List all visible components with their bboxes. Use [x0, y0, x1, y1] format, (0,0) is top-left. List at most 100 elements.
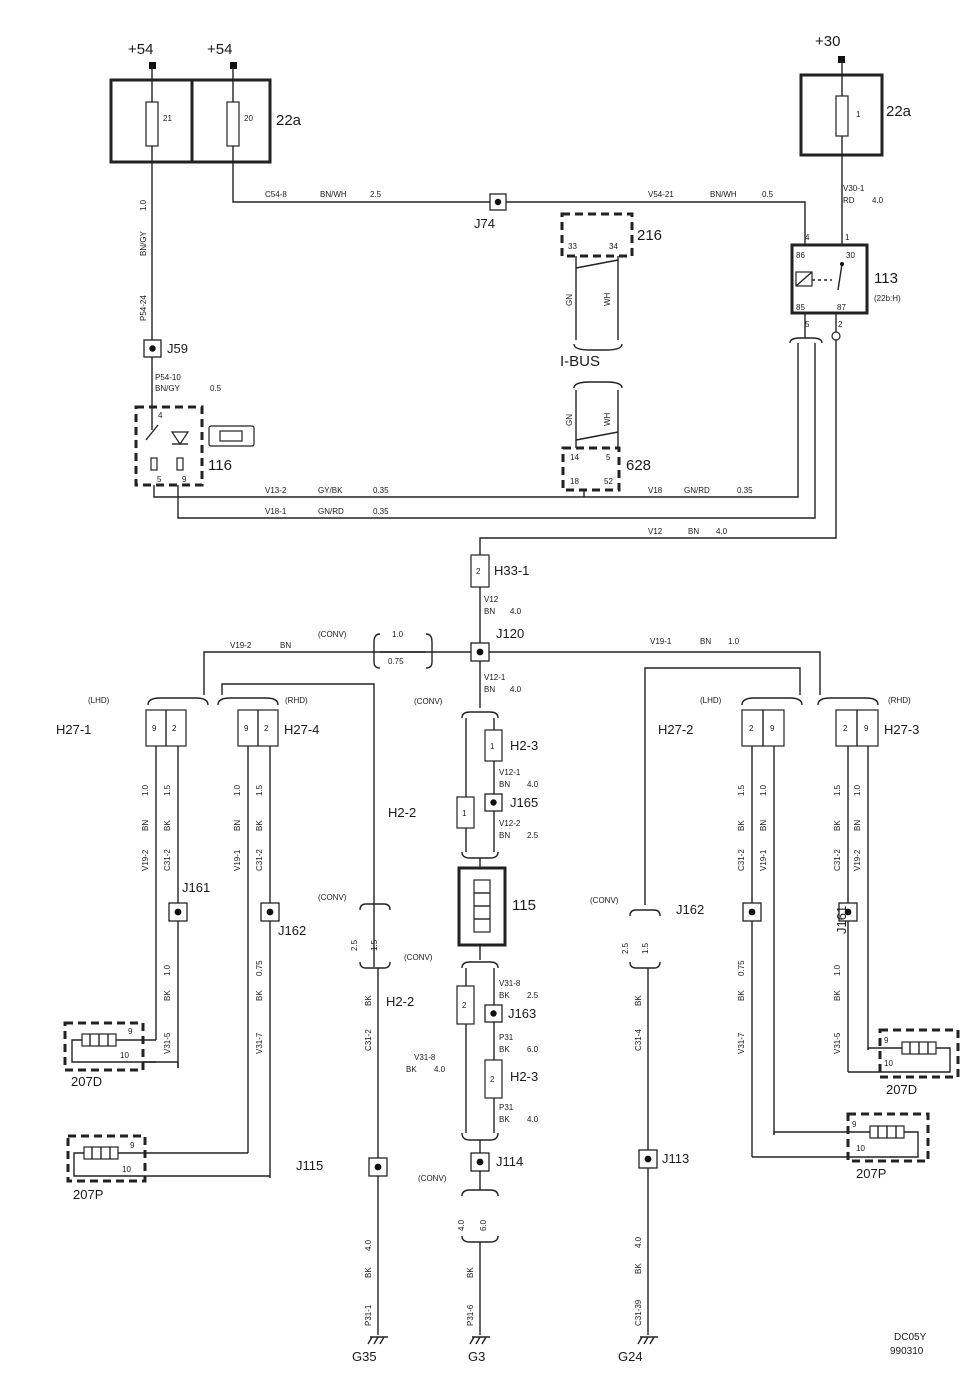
- pin-label: 2: [749, 724, 754, 733]
- component-116-label: 116: [208, 457, 232, 474]
- wire-label: (CONV): [318, 630, 347, 639]
- wire-label: BN: [499, 831, 510, 840]
- wire-label: BK: [634, 995, 643, 1006]
- module-628: 14 5 18 52 628: [561, 446, 651, 492]
- module-207D-left: 9 10 207D: [63, 1021, 156, 1089]
- wire-label: 0.75: [255, 960, 264, 976]
- pin-label: 5: [157, 475, 162, 484]
- junction-J165-label: J165: [510, 795, 538, 810]
- wire-label: BN: [484, 607, 495, 616]
- wire-label: BN/GY: [139, 230, 148, 256]
- junction-J163-label: J163: [508, 1006, 536, 1021]
- relay-113: 4 1 86 30 85 87 5 2 113 (22b:H): [790, 233, 901, 329]
- supply-30-label: +30: [815, 33, 840, 50]
- module-207P-right: 9 10 207P: [752, 1112, 930, 1181]
- wire-label: C31-2: [364, 1029, 373, 1051]
- label: (RHD): [285, 696, 308, 705]
- wire-label: 0.75: [388, 657, 404, 666]
- label: (RHD): [888, 696, 911, 705]
- wire-label: BK: [833, 990, 842, 1001]
- connector-H27-3-label: H27-3: [884, 722, 919, 737]
- label: (LHD): [700, 696, 722, 705]
- wire-label: 4.0: [434, 1065, 446, 1074]
- connector-H2-2-label-lower: H2-2: [386, 994, 414, 1009]
- wire-label: V31-7: [737, 1032, 746, 1054]
- component-115: 115: [457, 866, 536, 947]
- connector-H27-4-label: H27-4: [284, 722, 319, 737]
- pin-label: 5: [805, 320, 810, 329]
- wire-label: 4.0: [510, 685, 522, 694]
- junction-J115-label: J115: [296, 1158, 323, 1173]
- wire-label: (CONV): [590, 896, 619, 905]
- pin-label: 9: [128, 1027, 133, 1036]
- connector-H2-3-label: H2-3: [510, 738, 538, 753]
- component-115-label: 115: [512, 897, 536, 914]
- pin-label: 34: [609, 242, 618, 251]
- wire-label: 0.75: [737, 960, 746, 976]
- relay-113-label: 113: [874, 270, 898, 287]
- wire-label: P31: [499, 1103, 514, 1112]
- wire-label: BN/WH: [710, 190, 737, 199]
- footer-code: DC05Y: [894, 1332, 927, 1343]
- junction-J120-label: J120: [496, 626, 524, 641]
- wire-label: V19-2: [141, 849, 150, 871]
- pin-label: 2: [476, 567, 481, 576]
- pin-label: 5: [606, 453, 611, 462]
- supply-54a-label: +54: [128, 41, 153, 58]
- wire-label: BN: [688, 527, 699, 536]
- wire-label: (CONV): [318, 893, 347, 902]
- wire-label: V31-7: [255, 1032, 264, 1054]
- wire-label: V18-1: [265, 507, 287, 516]
- wire-label: BK: [406, 1065, 417, 1074]
- wire-label: BK: [255, 990, 264, 1001]
- ground-G35-label: G35: [352, 1349, 377, 1364]
- wire-label: GN: [565, 414, 574, 426]
- wire-label: 1.5: [641, 942, 650, 954]
- connector-H27-3: 2 9: [835, 709, 879, 747]
- pin-label: 33: [568, 242, 577, 251]
- fuse-20: [226, 101, 240, 147]
- wire-label: 0.35: [373, 507, 389, 516]
- ground-G3-label: G3: [468, 1349, 485, 1364]
- label: (LHD): [88, 696, 110, 705]
- wire-label: V12-1: [499, 768, 521, 777]
- pin-label: 1: [462, 809, 467, 818]
- ibus-label: I-BUS: [560, 353, 600, 370]
- component-116: 4 5 9 116: [134, 405, 232, 487]
- wire-label: C31-39: [634, 1299, 643, 1326]
- wire-label: GN/RD: [318, 507, 344, 516]
- wire-label: V31-5: [833, 1032, 842, 1054]
- wire-label: P31-1: [364, 1304, 373, 1326]
- wire-label: 2.5: [527, 991, 539, 1000]
- wire-label: BN/WH: [320, 190, 347, 199]
- wire-label: BK: [737, 820, 746, 831]
- wire-label: 1.5: [163, 784, 172, 796]
- wire-label: BK: [737, 990, 746, 1001]
- wire-label: BN: [141, 820, 150, 831]
- wire-label: 1.5: [370, 939, 379, 951]
- wire-label: (CONV): [404, 953, 433, 962]
- terminal-54a: [149, 62, 156, 69]
- wire-label: V30-1: [843, 184, 865, 193]
- wire-label: C31-2: [737, 849, 746, 871]
- wire-label: 4.0: [634, 1236, 643, 1248]
- pin-label: 10: [120, 1051, 129, 1060]
- relay-113-note: (22b:H): [874, 294, 901, 303]
- wire-label: 2.5: [621, 942, 630, 954]
- pin-label: 2: [838, 320, 843, 329]
- wire-label: BN: [700, 637, 711, 646]
- wire-label: BN/GY: [155, 384, 181, 393]
- pin-label: 9: [884, 1036, 889, 1045]
- wire-label: BN: [853, 820, 862, 831]
- pin-label: 9: [130, 1141, 135, 1150]
- pin-label: 87: [837, 303, 846, 312]
- pin-label: 9: [182, 475, 187, 484]
- wire-label: 1.0: [139, 199, 148, 211]
- pin-label: 10: [856, 1144, 865, 1153]
- pin-label: 14: [570, 453, 579, 462]
- wire-label: 4.0: [510, 607, 522, 616]
- wire-label: 2.5: [350, 939, 359, 951]
- wire-label: 1.0: [833, 964, 842, 976]
- wire-label: P31-6: [466, 1304, 475, 1326]
- pin-label: 10: [122, 1165, 131, 1174]
